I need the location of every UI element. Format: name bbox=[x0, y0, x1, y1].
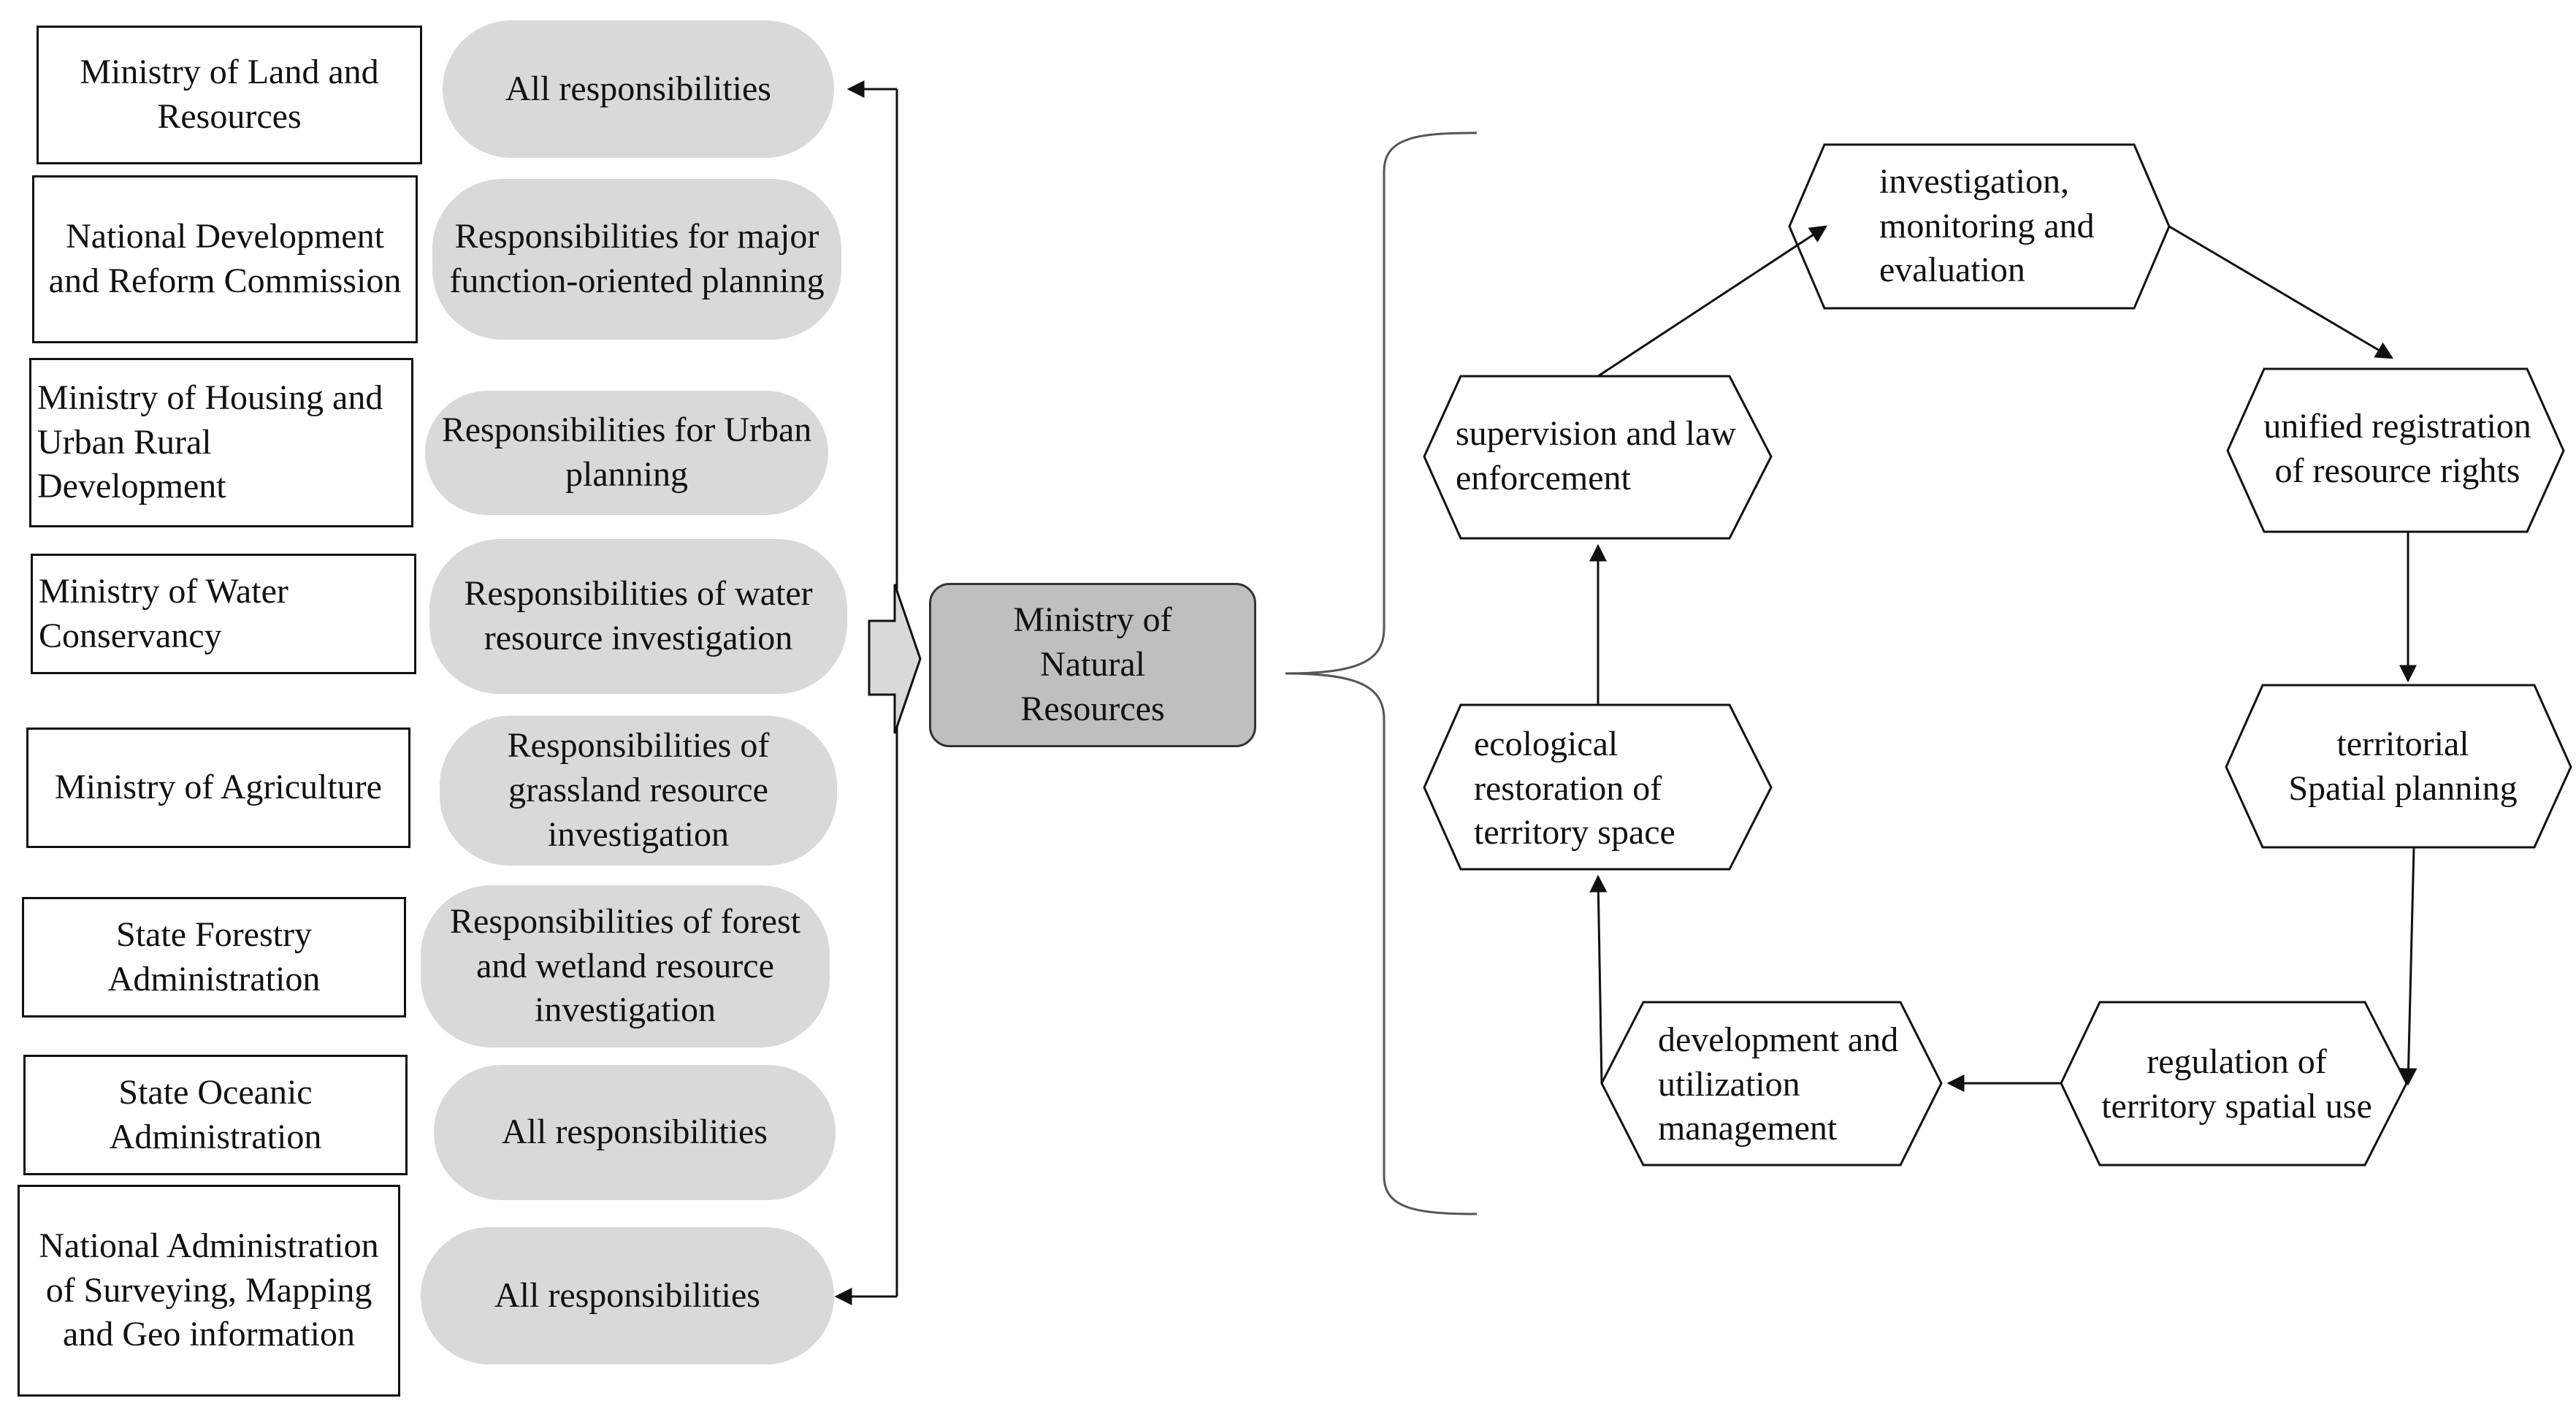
hexagon-unified-registration bbox=[2226, 367, 2565, 533]
center-node-ministry-natural-resources: Ministry of Natural Resources bbox=[929, 583, 1256, 747]
arrow-development-to-restoration bbox=[1589, 874, 1608, 1084]
responsibility-pill-agriculture: Responsibilities of grassland resource i… bbox=[440, 716, 837, 866]
label-territorial-planning: territorial Spatial planning bbox=[2288, 725, 2518, 808]
hexagon-territorial-planning bbox=[2225, 684, 2572, 849]
curly-brace bbox=[1285, 131, 1478, 1215]
agency-box-forestry: State Forestry Administration bbox=[22, 897, 406, 1017]
arrow-supervision-to-investigation bbox=[1597, 225, 1828, 378]
block-arrow bbox=[868, 584, 922, 734]
agency-box-oceanic: State Oceanic Administration bbox=[23, 1055, 408, 1175]
hexagon-investigation bbox=[1788, 143, 2171, 310]
responsibility-pill-land-resources: All responsibilities bbox=[443, 20, 834, 158]
arrow-planning-to-regulation bbox=[2399, 847, 2418, 1086]
responsibility-pill-housing: Responsibilities for Urban planning bbox=[425, 391, 828, 515]
label-regulation: regulation of territory spatial use bbox=[2101, 1042, 2372, 1126]
responsibility-pill-forestry: Responsibilities of forest and wetland r… bbox=[421, 885, 830, 1047]
label-supervision: supervision and law enforcement bbox=[1456, 414, 1736, 497]
label-unified-registration: unified registration of resource rights bbox=[2263, 407, 2531, 490]
agency-box-housing: Ministry of Housing and Urban Rural Deve… bbox=[29, 358, 413, 527]
arrow-investigation-to-registration bbox=[2168, 225, 2394, 359]
responsibility-pill-oceanic: All responsibilities bbox=[434, 1065, 836, 1200]
responsibility-pill-surveying: All responsibilities bbox=[421, 1227, 834, 1364]
agency-box-agriculture: Ministry of Agriculture bbox=[26, 728, 410, 848]
responsibility-pill-water: Responsibilities of water resource inves… bbox=[429, 539, 847, 694]
hexagon-supervision bbox=[1423, 375, 1773, 540]
agency-box-surveying: National Administration of Surveying, Ma… bbox=[18, 1185, 400, 1397]
agency-box-water: Ministry of Water Conservancy bbox=[31, 554, 416, 674]
label-investigation: investigation, monitoring and evaluation bbox=[1879, 161, 2095, 290]
label-development: development and utilization management bbox=[1658, 1020, 1899, 1148]
agency-box-ndrc: National Development and Reform Commissi… bbox=[32, 175, 418, 343]
responsibility-pill-ndrc: Responsibilities for major function-orie… bbox=[432, 179, 841, 340]
label-ecological-restoration: ecological restoration of territory spac… bbox=[1474, 724, 1675, 852]
hexagon-ecological-restoration bbox=[1423, 703, 1773, 871]
agency-box-land-resources: Ministry of Land and Resources bbox=[37, 26, 422, 164]
